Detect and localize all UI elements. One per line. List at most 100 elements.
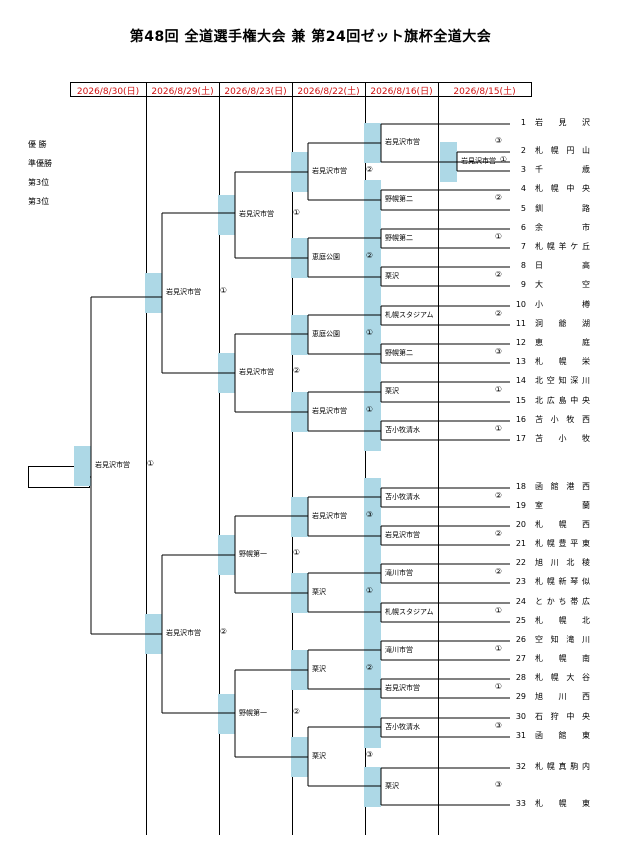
venue-name: 栗沢 — [385, 387, 399, 395]
venue-name: 岩見沢市営 — [461, 156, 496, 165]
team-number: 3 — [520, 165, 526, 174]
team-number: 23 — [515, 577, 526, 586]
match-venue: 岩見沢市営 ② — [166, 627, 233, 638]
team-name: 札幌大谷 — [535, 673, 590, 682]
team-name: 苫小牧西 — [535, 415, 590, 424]
date-final: 2026/8/30(日) — [76, 87, 140, 97]
venue-name: 栗沢 — [385, 271, 399, 280]
team-name: 札幌円山 — [535, 146, 590, 155]
venue-name: 岩見沢市営 — [312, 406, 347, 415]
venue-name: 岩見沢市営 — [166, 629, 201, 637]
team-name: 小樽 — [535, 300, 590, 309]
team-name: 札幌西 — [535, 520, 590, 529]
team-number: 16 — [515, 415, 526, 424]
team-name: 千歳 — [535, 165, 590, 174]
venue-game-number: ② — [365, 662, 373, 672]
venue-game-number: ② — [292, 706, 300, 716]
venue-game-number: ② — [494, 566, 502, 576]
venue-game-number: ① — [292, 547, 300, 557]
date-round2: 2026/8/16(日) — [370, 87, 433, 97]
round-divider — [292, 83, 293, 835]
venue-name: 恵庭公園 — [312, 252, 340, 261]
match-highlight — [145, 273, 162, 313]
venue-game-number: ① — [499, 154, 507, 164]
team-number: 15 — [515, 396, 526, 405]
venue-name: 岩見沢市営 — [385, 530, 420, 539]
team-number: 29 — [515, 692, 526, 701]
team-number: 12 — [515, 338, 526, 347]
venue-game-number: ① — [365, 327, 373, 337]
header-top-rule — [70, 82, 532, 83]
venue-game-number: ① — [494, 681, 502, 691]
venue-name: 滝川市営 — [385, 568, 413, 577]
team-name: 札幌中央 — [535, 184, 590, 193]
team-number: 33 — [515, 799, 526, 808]
date-round3: 2026/8/22(土) — [297, 87, 360, 97]
team-name: 日高 — [535, 261, 590, 270]
venue-game-number: ③ — [494, 136, 502, 145]
date-quarterfinal: 2026/8/23(日) — [224, 87, 287, 97]
team-name: 函館港西 — [535, 482, 590, 491]
header-divider — [531, 83, 532, 96]
team-name: 旭川北稜 — [535, 558, 590, 567]
team-number: 28 — [515, 673, 526, 682]
venue-name: 野幌第二 — [385, 195, 413, 203]
team-name: 札幌北 — [535, 616, 590, 625]
venue-game-number: ① — [494, 231, 502, 241]
venue-game-number: ③ — [494, 779, 502, 789]
venue-game-number: ③ — [494, 720, 502, 730]
team-number: 14 — [515, 376, 526, 385]
team-name: 余市 — [535, 223, 590, 232]
venue-game-number: ① — [494, 605, 502, 615]
header-bottom-rule — [70, 96, 532, 97]
venue-game-number: ③ — [365, 749, 373, 759]
venue-name: 岩見沢市営 — [239, 210, 274, 218]
team-number: 21 — [515, 539, 526, 548]
round-divider — [365, 83, 366, 835]
team-number: 4 — [520, 184, 526, 193]
placing-champion: 優 勝 — [28, 140, 47, 149]
round-divider — [219, 83, 220, 835]
venue-name: 栗沢 — [312, 587, 326, 596]
match-venue: 札幌スタジアム ② — [385, 308, 508, 319]
team-name: 大空 — [535, 280, 590, 289]
team-number: 18 — [515, 482, 526, 491]
venue-game-number: ① — [494, 643, 502, 653]
venue-name: 野幌第二 — [385, 348, 413, 357]
team-name: 札幌栄 — [535, 357, 590, 366]
venue-name: 岩見沢市営 — [95, 460, 130, 469]
venue-game-number: ② — [494, 308, 502, 318]
team-number: 24 — [515, 597, 526, 606]
venue-game-number: ② — [219, 627, 227, 636]
team-number: 30 — [515, 712, 526, 721]
venue-name: 岩見沢市営 — [312, 511, 347, 520]
venue-name: 野幌第一 — [239, 549, 267, 558]
team-name: 北空知深川 — [535, 376, 590, 385]
match-venue: 恵庭公園 ① — [312, 327, 379, 338]
team-number: 5 — [520, 204, 526, 213]
venue-name: 岩見沢市営 — [312, 166, 347, 175]
venue-name: 栗沢 — [385, 781, 399, 790]
venue-name: 苫小牧清水 — [385, 722, 420, 731]
match-venue: 苫小牧清水 ③ — [385, 720, 508, 731]
venue-name: 恵庭公園 — [312, 329, 340, 338]
header-divider — [70, 83, 71, 96]
match-venue: 岩見沢市営 ① — [312, 404, 379, 415]
venue-game-number: ① — [365, 404, 373, 414]
venue-game-number: ② — [494, 193, 502, 202]
venue-name: 札幌スタジアム — [385, 310, 434, 319]
venue-name: 札幌スタジアム — [385, 607, 434, 616]
placing-third: 第3位 — [28, 178, 50, 187]
team-name: 苫小牧 — [535, 434, 590, 443]
